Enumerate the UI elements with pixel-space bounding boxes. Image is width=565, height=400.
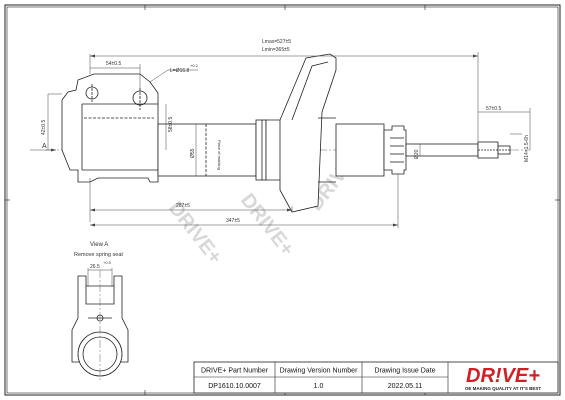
watermark: DRIVE+ (164, 198, 226, 269)
dim-lower-length: 287±5 (176, 203, 190, 209)
part-number-value: DP1610.10.0007 (208, 383, 261, 390)
dim-slot-tolerance: +0.5 (103, 260, 112, 265)
part-number-header: DRIVE+ Part Number (201, 368, 269, 375)
title-block-frame (193, 361, 559, 394)
drive-logo: DR!VE+ (466, 365, 540, 387)
issue-date-header: Drawing Issue Date (374, 368, 435, 375)
dim-thread: M14×1.5-6h (524, 135, 530, 162)
place-of-marking-label: Place of marking (217, 140, 222, 170)
dim-bracket-width: 54±0.5 (106, 61, 121, 67)
issue-date-value: 2022.05.11 (388, 383, 423, 390)
border-grid-ticks (5, 5, 560, 395)
dim-lmax: Lmax=527±5 (262, 39, 291, 45)
version-value: 1.0 (314, 383, 324, 390)
dim-lmin: Lmin=365±5 (262, 47, 290, 53)
dim-rod-offset: 57±0.5 (486, 106, 501, 112)
dim-total-length: 347±5 (226, 218, 240, 224)
dim-bracket-height: 42±0.5 (41, 120, 47, 135)
dim-rod-diameter: Ø20 (414, 149, 420, 159)
dimension-arrows (51, 54, 478, 227)
view-a: View A Remove spring seat 26.5 +0.5 (71, 242, 129, 380)
view-a-subtitle: Remove spring seat (74, 252, 123, 258)
title-block: DRIVE+ Part Number Drawing Version Numbe… (193, 361, 559, 394)
dim-tube-diameter: Ø55 (190, 148, 196, 158)
dimension-lines (30, 52, 531, 228)
view-a-marker: A (42, 143, 47, 150)
view-a-title: View A (90, 242, 108, 248)
strut-body (61, 53, 511, 213)
dim-hole-diameter: L=Ø16.8 (170, 68, 190, 74)
version-header: Drawing Version Number (280, 368, 358, 375)
dim-slot-width: 26.5 (90, 264, 100, 270)
dim-hole-tolerance: +0.2 (190, 63, 199, 68)
dim-bracket-hole-distance: 58±0.5 (168, 117, 174, 132)
drive-tagline: OE MAKING QUALITY AT IT'S BEST (465, 386, 541, 391)
